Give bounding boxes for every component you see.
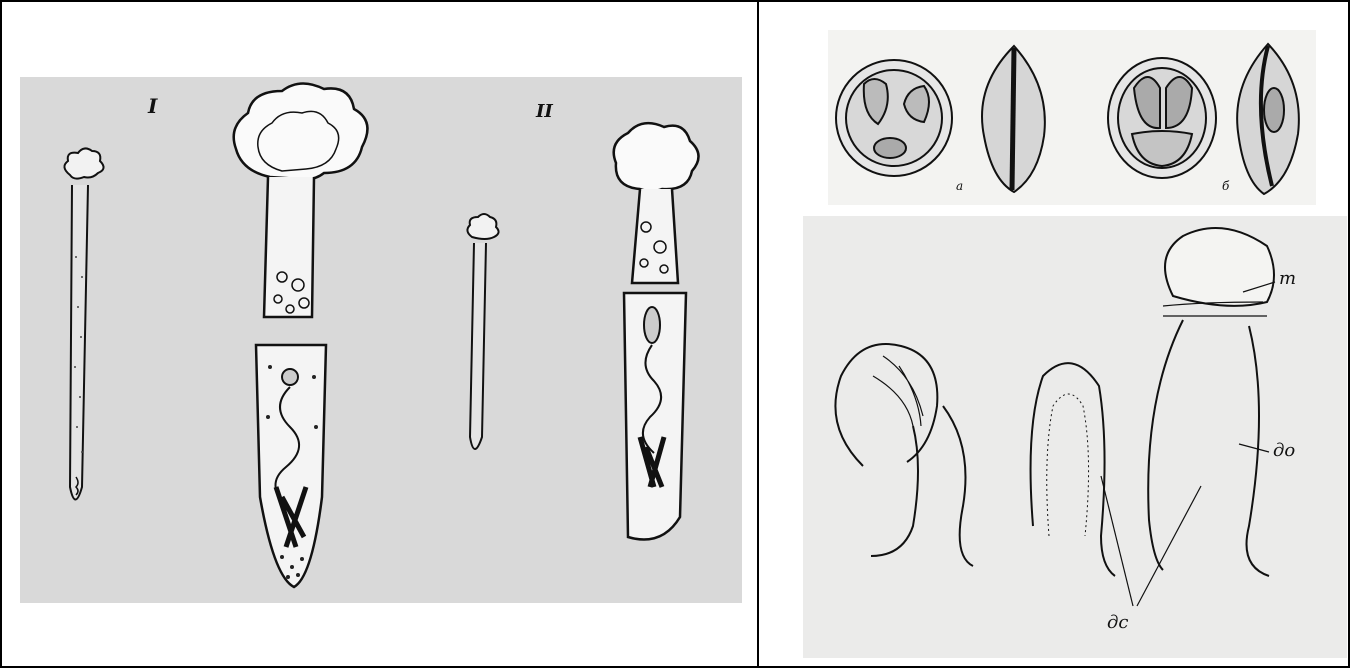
column-divider bbox=[757, 0, 759, 668]
label-t: т bbox=[1279, 268, 1296, 289]
attached-worm-left bbox=[835, 344, 973, 566]
attached-worm-right bbox=[1148, 228, 1274, 576]
label-II: II bbox=[535, 101, 553, 122]
label-ds: дс bbox=[1107, 612, 1129, 633]
pointer-ds-2 bbox=[1137, 486, 1201, 606]
egg-drawings: а б bbox=[828, 30, 1316, 205]
egg-illustration-panel: а б bbox=[828, 30, 1316, 205]
worm-I-scolex bbox=[234, 83, 368, 317]
worm-II-whole bbox=[467, 214, 498, 449]
label-a: а bbox=[956, 179, 963, 193]
intestine-drawing: т до дс bbox=[803, 216, 1347, 658]
label-b: б bbox=[1222, 179, 1230, 193]
intestinal-villus-middle bbox=[1031, 363, 1115, 576]
worm-II-scolex bbox=[614, 123, 699, 283]
label-I: I bbox=[147, 94, 158, 118]
worm-I-whole bbox=[64, 148, 103, 499]
tapeworm-illustration-panel: I II bbox=[20, 77, 742, 603]
egg-a-front bbox=[836, 60, 952, 176]
tapeworm-drawings: I II bbox=[20, 77, 742, 603]
egg-a-side bbox=[982, 46, 1045, 192]
label-do: до bbox=[1273, 440, 1295, 461]
pointer-do bbox=[1239, 444, 1269, 452]
pointer-ds-1 bbox=[1101, 476, 1133, 606]
egg-b-front bbox=[1108, 58, 1216, 178]
intestine-illustration-panel: т до дс bbox=[803, 216, 1347, 658]
egg-b-side bbox=[1237, 44, 1299, 194]
